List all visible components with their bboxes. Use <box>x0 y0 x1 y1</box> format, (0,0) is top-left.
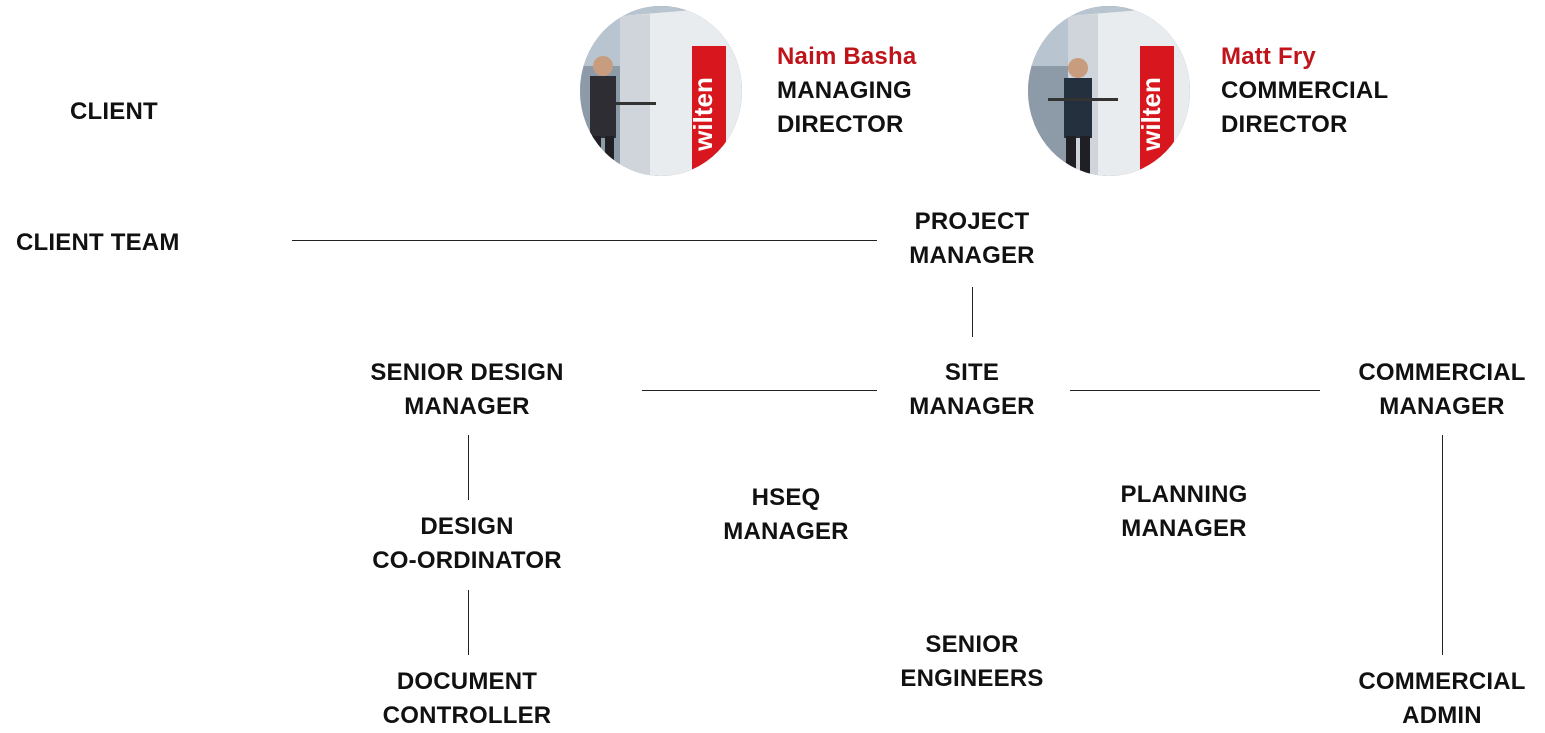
person-title-line: MANAGING <box>777 77 912 104</box>
connector-commercial-admin <box>1442 435 1443 655</box>
role-line: PROJECT <box>914 208 1030 235</box>
role-line: CONTROLLER <box>382 702 552 729</box>
role-senior-design-manager: SENIOR DESIGN MANAGER <box>370 356 563 424</box>
role-line: HSEQ <box>751 484 821 511</box>
row-label-client: CLIENT <box>70 98 158 125</box>
connector-client-team <box>292 240 877 241</box>
role-line: SENIOR <box>925 631 1019 658</box>
photo-image: wilten <box>580 6 742 176</box>
role-line: MANAGER <box>909 242 1035 269</box>
person-card-naim-basha: Naim Basha MANAGING DIRECTOR <box>777 40 916 142</box>
person-title-line: COMMERCIAL <box>1221 77 1389 104</box>
role-line: COMMERCIAL <box>1358 359 1526 386</box>
role-commercial-manager: COMMERCIAL MANAGER <box>1358 356 1525 424</box>
connector-design-site <box>642 390 877 391</box>
person-name: Naim Basha <box>777 43 917 70</box>
role-line: ENGINEERS <box>900 665 1044 692</box>
role-line: MANAGER <box>723 518 849 545</box>
role-project-manager: PROJECT MANAGER <box>909 205 1034 273</box>
role-line: SITE <box>944 359 1000 386</box>
row-label-client-team: CLIENT TEAM <box>16 229 180 256</box>
person-title-line: DIRECTOR <box>777 111 904 138</box>
role-site-manager: SITE MANAGER <box>909 356 1034 424</box>
person-photo-naim-basha: wilten <box>580 6 742 176</box>
role-line: MANAGER <box>1379 393 1505 420</box>
photo-sign-text: wilten <box>688 77 718 152</box>
role-line: MANAGER <box>1121 515 1247 542</box>
role-line: CO-ORDINATOR <box>372 547 562 574</box>
role-line: MANAGER <box>909 393 1035 420</box>
role-line: DESIGN <box>420 513 514 540</box>
role-hseq-manager: HSEQ MANAGER <box>723 481 848 549</box>
role-line: MANAGER <box>404 393 530 420</box>
role-commercial-admin: COMMERCIAL ADMIN <box>1358 665 1525 733</box>
role-planning-manager: PLANNING MANAGER <box>1121 478 1248 546</box>
connector-pm-site <box>972 287 973 337</box>
person-card-matt-fry: Matt Fry COMMERCIAL DIRECTOR <box>1221 40 1388 142</box>
connector-coordinator-document <box>468 590 469 655</box>
role-senior-engineers: SENIOR ENGINEERS <box>900 628 1043 696</box>
photo-image: wilten <box>1028 6 1190 176</box>
role-line: COMMERCIAL <box>1358 668 1526 695</box>
connector-design-coordinator <box>468 435 469 500</box>
photo-sign-text: wilten <box>1136 77 1166 152</box>
person-name: Matt Fry <box>1221 43 1316 70</box>
person-title-line: DIRECTOR <box>1221 111 1348 138</box>
role-line: SENIOR DESIGN <box>370 359 564 386</box>
role-line: ADMIN <box>1402 702 1482 729</box>
role-document-controller: DOCUMENT CONTROLLER <box>383 665 552 733</box>
connector-site-commercial <box>1070 390 1320 391</box>
role-line: PLANNING <box>1120 481 1248 508</box>
person-photo-matt-fry: wilten <box>1028 6 1190 176</box>
role-design-coordinator: DESIGN CO-ORDINATOR <box>372 510 562 578</box>
role-line: DOCUMENT <box>396 668 538 695</box>
